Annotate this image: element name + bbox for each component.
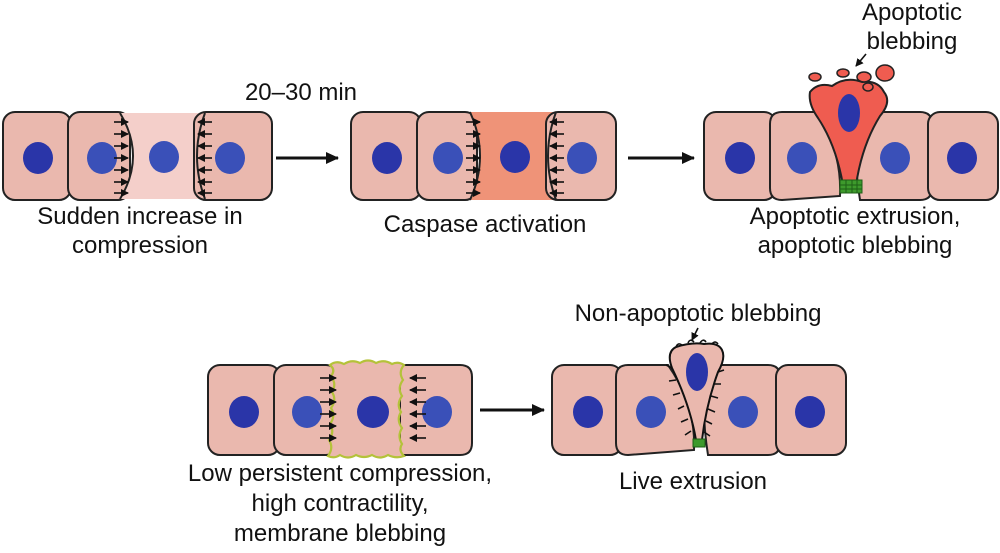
nucleus	[149, 141, 179, 173]
panel-caspase-activation	[350, 111, 617, 201]
sudden-label-line2: compression	[72, 232, 208, 259]
contractility-arrows	[409, 374, 426, 442]
nucleus	[215, 142, 245, 174]
sudden-label-line1: Sudden increase in	[37, 203, 242, 230]
nucleus	[567, 142, 597, 174]
nucleus	[573, 396, 603, 428]
pointer-arrow	[691, 327, 699, 341]
nucleus	[433, 142, 463, 174]
apoptotic-bleb	[808, 72, 822, 82]
apoptotic-bleb	[856, 71, 872, 83]
extrusion-label-line1: Apoptotic extrusion,	[750, 203, 961, 230]
duration-label: 20–30 min	[245, 79, 357, 106]
live-label: Live extrusion	[619, 468, 767, 495]
apoptotic-top-line1: Apoptotic	[862, 0, 962, 26]
nucleus	[728, 396, 758, 428]
panel-live-extrusion	[551, 327, 847, 457]
extrusion-label-line2: apoptotic blebbing	[758, 232, 953, 259]
compression-arrows	[197, 118, 212, 197]
non-apoptotic-blebs	[665, 339, 725, 437]
nucleus	[838, 94, 860, 132]
nucleus	[636, 396, 666, 428]
nucleus	[372, 142, 402, 174]
nucleus	[23, 142, 53, 174]
low-label-line2: high contractility,	[252, 490, 429, 517]
nucleus	[422, 396, 452, 428]
live-extruding-cell	[668, 342, 725, 441]
nucleus	[229, 396, 259, 428]
apoptotic-bleb	[875, 64, 895, 82]
compression-arrows	[466, 118, 481, 197]
nucleus	[880, 142, 910, 174]
apoptotic-bleb	[836, 68, 850, 78]
compression-arrows	[549, 118, 564, 197]
nucleus	[357, 396, 389, 428]
panel-low-persistent-compression	[207, 359, 473, 459]
apoptotic-bleb	[862, 82, 874, 92]
pointer-arrow	[855, 53, 867, 67]
nucleus	[725, 142, 755, 174]
nonapoptotic-label: Non-apoptotic blebbing	[575, 300, 822, 327]
compression-arrows	[114, 118, 129, 197]
low-label-line3: membrane blebbing	[234, 520, 446, 547]
nucleus	[795, 396, 825, 428]
extruding-apoptotic-cell	[808, 78, 889, 186]
apoptotic-top-line2: blebbing	[867, 28, 958, 55]
actin-ring	[692, 438, 706, 448]
nucleus	[787, 142, 817, 174]
low-label-line1: Low persistent compression,	[188, 460, 492, 487]
nucleus	[686, 353, 708, 391]
nucleus	[500, 141, 530, 173]
nucleus	[947, 142, 977, 174]
panel-apoptotic-extrusion	[703, 53, 999, 202]
contractility-arrows	[320, 374, 337, 442]
nucleus	[87, 142, 117, 174]
caspase-label: Caspase activation	[384, 211, 587, 238]
nucleus	[292, 396, 322, 428]
panel-sudden-compression	[2, 111, 273, 201]
actin-ring	[839, 179, 863, 194]
